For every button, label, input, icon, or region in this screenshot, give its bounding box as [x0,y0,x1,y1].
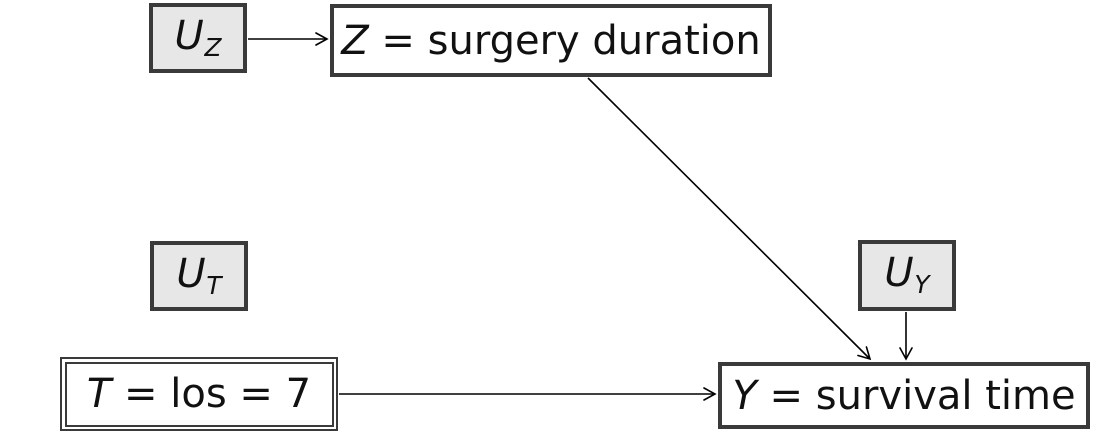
node-ut: UT [150,241,248,311]
node-t-inner-border: T = los = 7 [64,361,334,427]
node-z-label: Z = surgery duration [341,17,761,64]
node-ut-label: UT [176,250,222,300]
edge-z-to-y [587,77,872,361]
node-uy: UY [858,240,956,311]
node-t: T = los = 7 [60,357,338,431]
node-uz-label: UZ [174,12,222,62]
node-z: Z = surgery duration [330,4,772,77]
node-uy-label: UY [884,250,930,300]
node-uz: UZ [149,3,247,73]
node-y-label: Y = survival time [732,372,1076,419]
node-t-label: T = los = 7 [86,371,312,417]
node-y: Y = survival time [718,362,1090,429]
